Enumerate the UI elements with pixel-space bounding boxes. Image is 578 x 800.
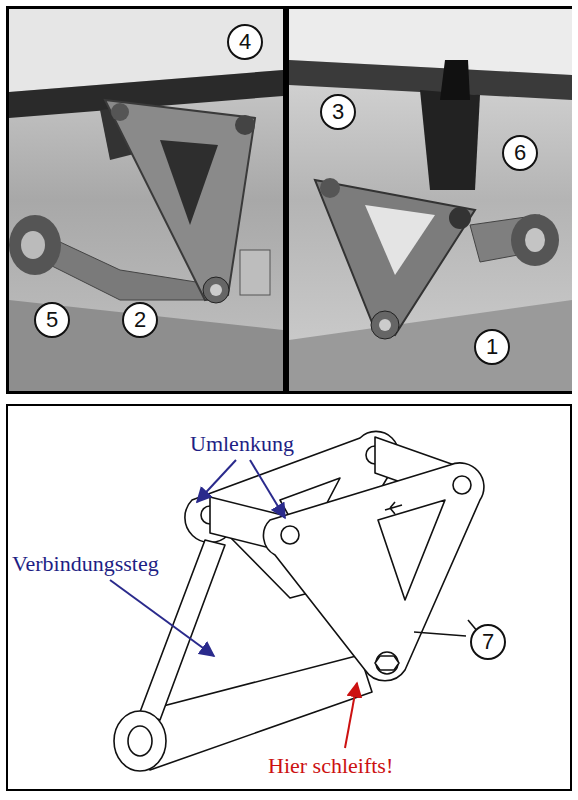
part-label: Hier schleifts! — [268, 754, 393, 778]
callout-number: 5 — [46, 309, 58, 331]
callout-circle: 6 — [502, 135, 538, 171]
callout-circle: 7 — [470, 624, 506, 660]
callout-circle: 2 — [122, 302, 158, 338]
callout-number: 4 — [239, 31, 251, 53]
photo-left — [9, 9, 283, 391]
part-label: Umlenkung — [190, 432, 294, 456]
callout-number: 6 — [514, 142, 526, 164]
callout-circle: 3 — [320, 94, 356, 130]
callout-circle: 4 — [227, 24, 263, 60]
callout-circle: 1 — [474, 329, 510, 365]
callout-number: 2 — [134, 309, 146, 331]
photo-right — [289, 9, 572, 391]
callout-number: 7 — [482, 631, 494, 653]
linkage-drawing — [114, 431, 484, 771]
photo-frame — [6, 6, 572, 394]
callout-circle: 5 — [34, 302, 70, 338]
part-label: Verbindungssteg — [12, 552, 159, 576]
pointer-arrows — [110, 460, 466, 748]
drawing-frame — [7, 405, 571, 790]
callout-number: 3 — [332, 101, 344, 123]
callout-number: 1 — [486, 336, 498, 358]
